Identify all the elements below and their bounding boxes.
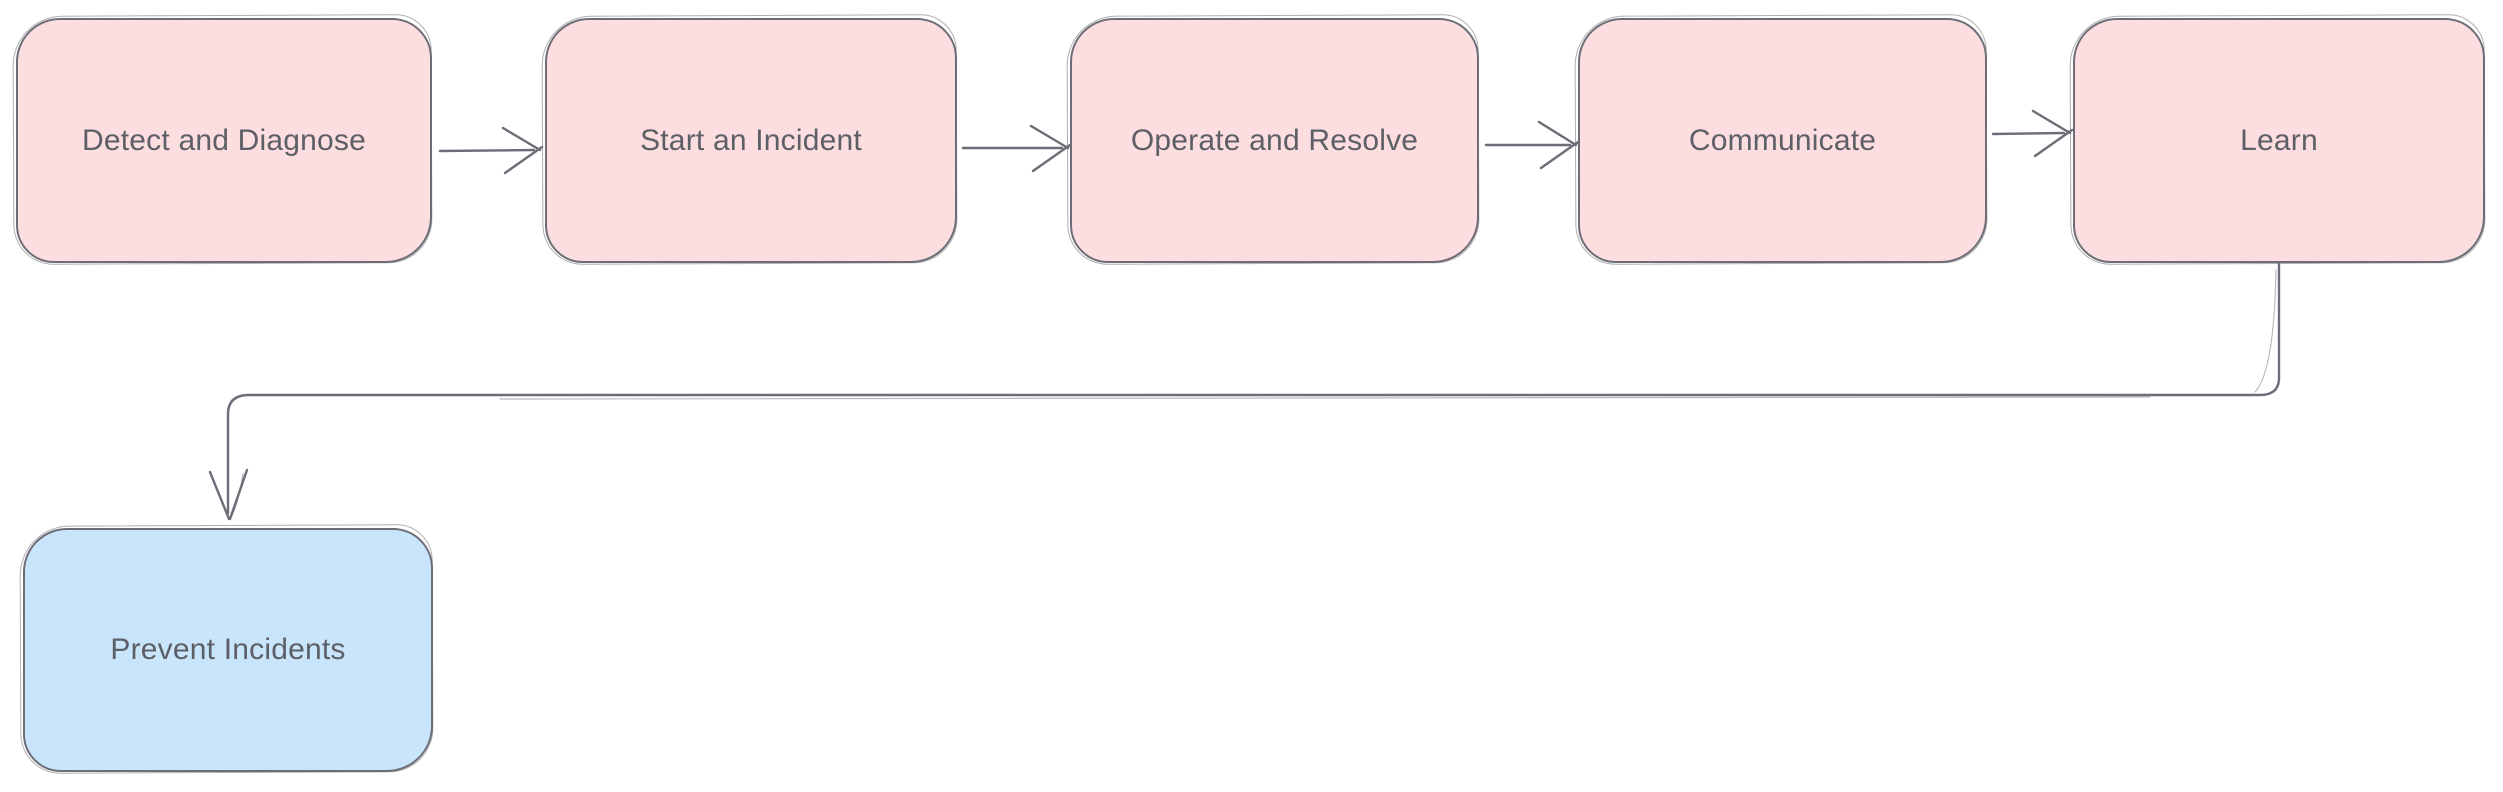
node-communicate[interactable]: Communicate: [1578, 18, 1987, 263]
node-label: Learn: [2240, 123, 2318, 157]
connector-start-to-operate[interactable]: [961, 124, 1072, 173]
connector-learn-to-prevent[interactable]: [208, 262, 2281, 521]
connector-detect-to-start[interactable]: [438, 126, 544, 175]
node-operate-and-resolve[interactable]: Operate and Resolve: [1070, 18, 1479, 263]
node-label: Detect and Diagnose: [82, 123, 366, 157]
node-label: Communicate: [1688, 123, 1877, 157]
node-label: Start an Incident: [640, 123, 862, 157]
node-label: Operate and Resolve: [1130, 123, 1419, 157]
node-start-an-incident[interactable]: Start an Incident: [545, 18, 957, 263]
connector-operate-to-communicate[interactable]: [1484, 120, 1580, 170]
node-learn[interactable]: Learn: [2073, 18, 2485, 263]
node-prevent-incidents[interactable]: Prevent Incidents: [23, 528, 433, 772]
connector-communicate-to-learn[interactable]: [1991, 109, 2074, 158]
node-label: Prevent Incidents: [110, 633, 346, 666]
node-detect-and-diagnose[interactable]: Detect and Diagnose: [16, 18, 432, 263]
